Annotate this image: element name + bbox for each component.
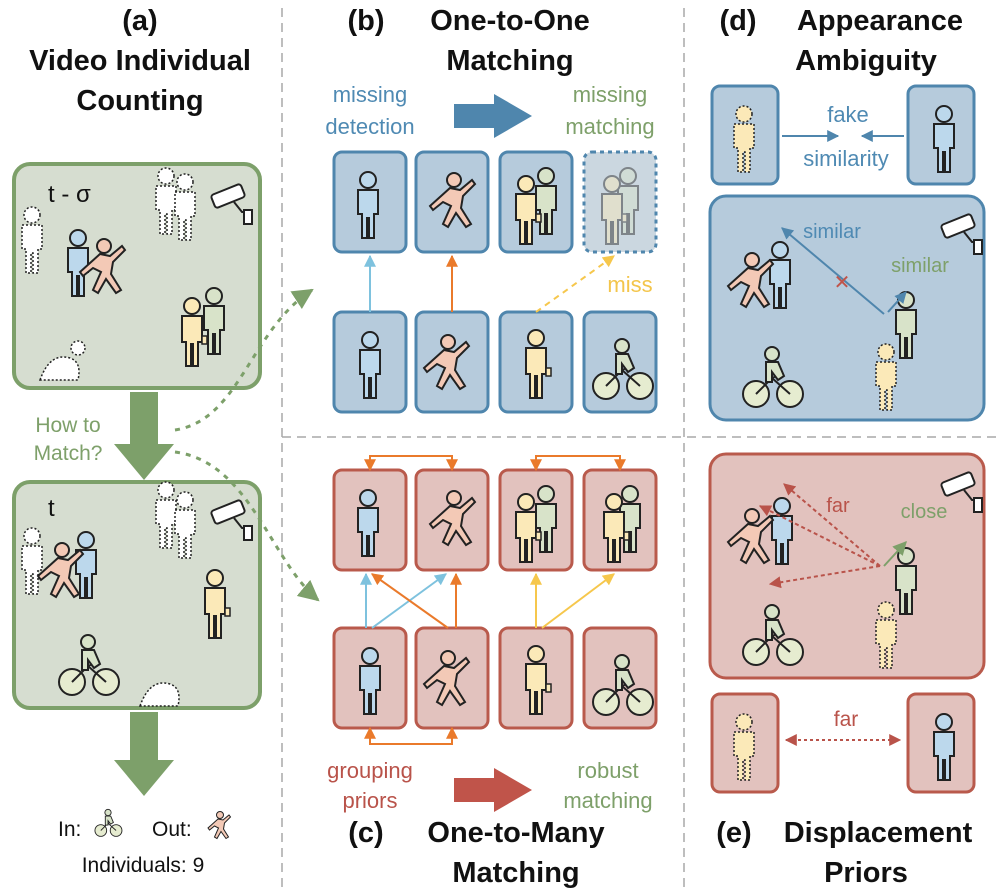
panel-b-label: (b) <box>347 5 384 37</box>
curved-arrow-to-b <box>174 288 314 432</box>
person-blue-icon <box>769 241 791 309</box>
missing-matching-line1: missing <box>573 82 648 107</box>
match-arrow <box>371 573 449 629</box>
panel-e-title-line1: Displacement <box>784 817 973 849</box>
grouping-priors-line2: priors <box>342 788 397 813</box>
close-label: close <box>901 501 948 523</box>
similar-label-1: similar <box>803 221 861 243</box>
panel-c: grouping priors robust matching (c) One-… <box>327 455 658 889</box>
similar-arrow <box>887 291 907 313</box>
in-label: In: <box>58 818 81 841</box>
walker-small-icon <box>207 811 231 839</box>
far-label-1: far <box>826 495 850 517</box>
cross-mark: ✕ <box>834 272 851 294</box>
panel-a-title-line2: Counting <box>76 85 203 117</box>
group-bracket <box>364 726 458 745</box>
frame-t <box>12 480 262 710</box>
fake-line2: similarity <box>803 146 889 171</box>
panel-c-title-line1: One-to-Many <box>427 817 604 849</box>
question-line1: How to <box>35 414 100 437</box>
person-green-icon <box>535 485 557 553</box>
group-bracket <box>530 455 626 472</box>
miss-label: miss <box>607 272 652 297</box>
person-green-icon <box>895 291 917 359</box>
person-blue-icon <box>357 489 379 557</box>
close-arrow <box>883 540 907 567</box>
missing-detection-line1: missing <box>333 82 408 107</box>
count-text: Individuals: 9 <box>82 854 205 877</box>
person-blue-icon <box>359 647 381 715</box>
person-green-icon <box>535 167 557 235</box>
missing-detection-line2: detection <box>325 114 414 139</box>
far-arrow <box>768 565 881 589</box>
panel-c-title-line2: Matching <box>452 857 579 889</box>
similar-arrow <box>781 227 885 315</box>
down-arrow-shaft <box>130 392 158 444</box>
question-line2: Match? <box>34 442 103 465</box>
person-green-icon <box>895 547 917 615</box>
group-bracket <box>364 455 458 472</box>
down-arrow-head <box>114 760 174 796</box>
ghost-crawler-icon <box>138 682 180 707</box>
down-arrow-head <box>114 444 174 480</box>
panel-a: (a) Video Individual Counting t - σ How … <box>12 5 320 877</box>
person-blue-icon <box>359 331 381 399</box>
panel-d: (d) Appearance Ambiguity fake similarity… <box>708 5 986 422</box>
match-arrow <box>541 573 615 629</box>
person-blue-icon <box>933 713 955 781</box>
miss-arrow <box>535 255 615 313</box>
similar-label-2: similar <box>891 255 949 277</box>
ghost-crawler-icon <box>38 356 80 381</box>
panel-c-label: (c) <box>348 817 383 849</box>
panel-e: far close far (e) Displacement Priors <box>708 452 986 889</box>
panel-b: (b) One-to-One Matching missing detectio… <box>325 5 658 414</box>
down-arrow-shaft <box>130 712 158 760</box>
panel-d-title-line1: Appearance <box>797 5 963 37</box>
far-arrow <box>783 483 881 567</box>
out-label: Out: <box>152 818 192 841</box>
arrow-right-red <box>454 768 532 812</box>
frame1-label: t - σ <box>48 181 91 208</box>
panel-a-label: (a) <box>122 5 157 37</box>
frame2-label: t <box>48 495 55 522</box>
robust-matching-line2: matching <box>563 788 652 813</box>
person-blue-icon <box>67 229 89 297</box>
panel-b-title-line2: Matching <box>446 45 573 77</box>
fake-line1: fake <box>827 102 869 127</box>
grouping-priors-line1: grouping <box>327 758 413 783</box>
panel-e-title-line2: Priors <box>824 857 908 889</box>
person-blue-icon <box>75 531 97 599</box>
arrow-right-blue <box>454 94 532 138</box>
far-label-2: far <box>834 708 859 731</box>
far-arrow <box>758 505 881 567</box>
panel-a-title-line1: Video Individual <box>29 45 251 77</box>
ghost-head-icon <box>70 340 86 356</box>
panel-b-title-line1: One-to-One <box>430 5 590 37</box>
person-blue-icon <box>933 105 955 173</box>
curved-arrow-to-c <box>174 450 320 602</box>
person-blue-icon <box>357 171 379 239</box>
missing-matching-line2: matching <box>565 114 654 139</box>
panel-d-title-line2: Ambiguity <box>795 45 937 77</box>
person-blue-icon <box>771 497 793 565</box>
panel-e-label: (e) <box>716 817 751 849</box>
cyclist-small-icon <box>94 808 123 837</box>
robust-matching-line1: robust <box>577 758 638 783</box>
panel-d-label: (d) <box>719 5 756 37</box>
